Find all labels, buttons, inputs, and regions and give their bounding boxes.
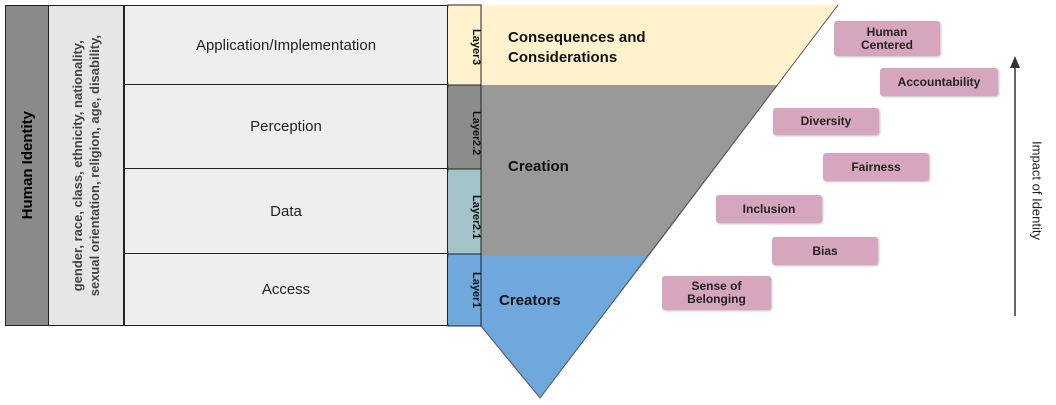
impact-arrow-head [1010, 56, 1020, 68]
row-label: Perception [250, 118, 322, 135]
value-sense-of-belonging: Sense of Belonging [662, 276, 771, 310]
value-accountability: Accountability [880, 68, 998, 96]
row-label: Access [261, 281, 311, 298]
identity-attributes-line-1: gender, race, class, ethnicity, national… [70, 40, 85, 291]
impact-of-identity-label: Impact of Identity [1029, 140, 1045, 240]
row-application-implementation: Application/Implementation [124, 5, 448, 85]
value-fairness: Fairness [823, 153, 929, 181]
row-access: Access [124, 254, 448, 326]
creation-label: Creation [508, 158, 569, 175]
value-bias: Bias [772, 237, 878, 265]
consequences-label: Consequences and Considerations [508, 29, 646, 66]
row-label: Data [270, 202, 302, 220]
value-human-centered: Human Centered [834, 21, 940, 56]
row-perception: Perception [124, 85, 448, 169]
funnel-creators-band [481, 256, 649, 398]
funnel-outline [480, 4, 839, 399]
human-identity-title: Human Identity [18, 111, 36, 220]
funnel-creation-band [481, 85, 778, 256]
identity-attributes-text: gender, race, class, ethnicity, national… [69, 35, 103, 296]
value-inclusion: Inclusion [716, 195, 822, 223]
value-diversity: Diversity [773, 108, 879, 135]
human-identity-column: Human Identity [5, 5, 49, 326]
funnel-consequences-band [481, 5, 838, 85]
identity-attributes-column: gender, race, class, ethnicity, national… [49, 5, 124, 326]
row-data: Data [124, 169, 448, 254]
row-label: Application/Implementation [195, 36, 377, 54]
identity-attributes-line-2: sexual orientation, religion, age, disab… [87, 34, 102, 297]
creators-label: Creators [499, 292, 561, 309]
